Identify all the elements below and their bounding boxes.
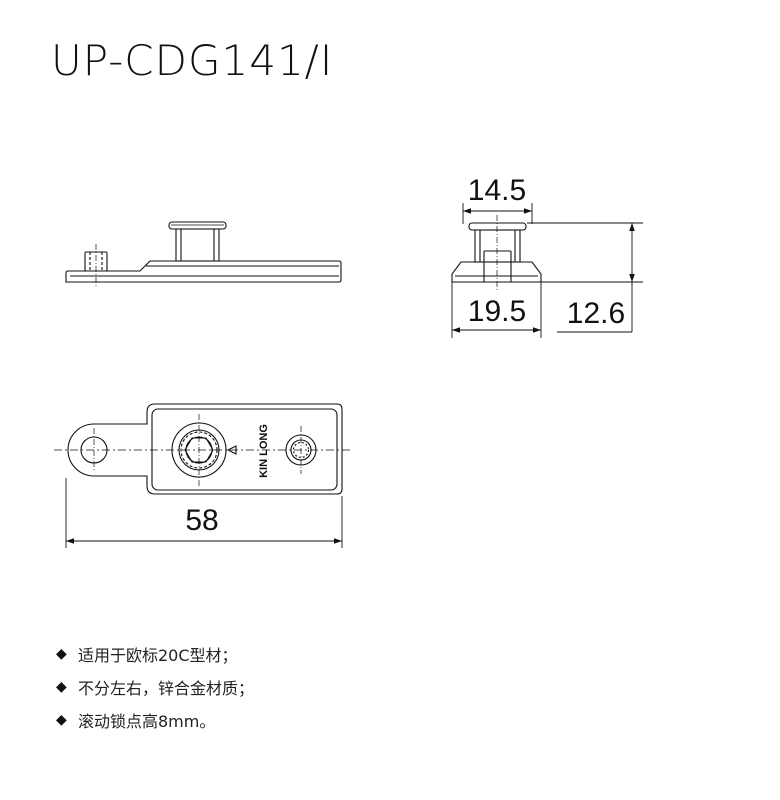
dimension-lines-top (65, 478, 343, 548)
feature-item: ◆ 不分左右，锌合金材质； (56, 670, 254, 703)
side-view-roller-cap (168, 221, 227, 230)
front-view (451, 215, 542, 292)
front-view-roller-stem (474, 229, 521, 263)
feature-list: ◆ 适用于欧标20C型材； ◆ 不分左右，锌合金材质； ◆ 滚动锁点高8mm。 (56, 637, 254, 736)
feature-text: 适用于欧标20C型材； (78, 645, 238, 665)
diamond-bullet-icon: ◆ (56, 645, 67, 662)
side-view-roller-stem (175, 228, 220, 262)
diamond-bullet-icon: ◆ (56, 711, 67, 728)
top-view-plate-outline (67, 403, 343, 495)
front-view-roller-cap (468, 222, 527, 231)
top-view (54, 403, 350, 495)
diamond-bullet-icon: ◆ (56, 678, 67, 695)
front-view-base (451, 261, 542, 283)
feature-text: 滚动锁点高8mm。 (78, 711, 216, 731)
dimension-head-width: 14.5 (468, 174, 526, 207)
product-title: UP-CDG141/I (51, 36, 334, 85)
dimension-height: 12.6 (567, 297, 625, 330)
dimension-base-width: 19.5 (468, 295, 526, 328)
brand-engraving: KIN LONG (258, 424, 270, 478)
dimension-overall-length: 58 (185, 504, 218, 537)
side-view-plate (65, 260, 342, 283)
feature-item: ◆ 适用于欧标20C型材； (56, 637, 254, 670)
feature-item: ◆ 滚动锁点高8mm。 (56, 703, 254, 736)
dimension-lines-front (451, 203, 643, 338)
side-view (65, 221, 342, 286)
feature-text: 不分左右，锌合金材质； (78, 678, 255, 698)
